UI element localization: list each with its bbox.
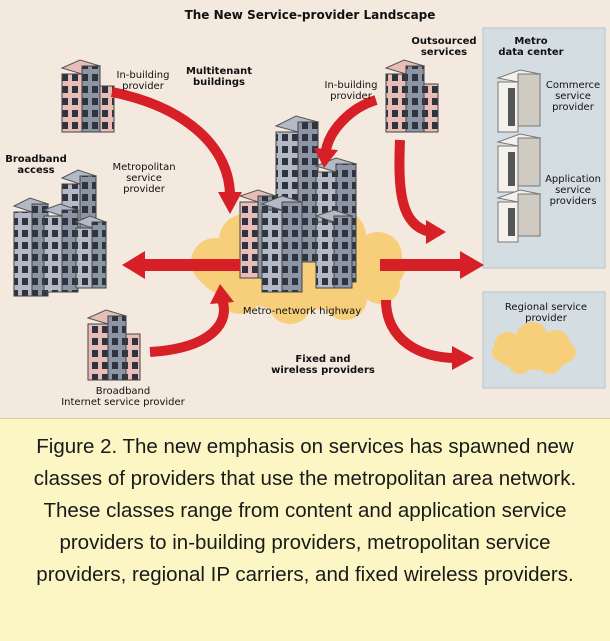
label-regional-service-provider: Regional service provider — [504, 302, 588, 324]
arrow-to-data-center — [380, 259, 462, 271]
server-rack-2 — [496, 133, 542, 193]
arrow-to-regional — [381, 299, 457, 363]
arrow-outsourced-services — [394, 139, 432, 237]
label-broadband-isp: Broadband Internet service provider — [61, 386, 185, 408]
label-in-building-provider-left: In-building provider — [116, 70, 170, 92]
label-metro-data-center: Metro data center — [498, 36, 564, 58]
label-metro-network-highway: Metro-network highway — [242, 306, 362, 317]
diagram-graphic — [12, 27, 606, 389]
label-in-building-provider-right: In-building provider — [324, 80, 378, 102]
regional-cloud — [492, 322, 576, 374]
broadband-isp-building — [86, 309, 141, 381]
arrow-to-data-center-head — [460, 251, 484, 279]
label-fixed-wireless-providers: Fixed and wireless providers — [271, 354, 375, 376]
server-rack-1 — [496, 69, 542, 133]
arrow-from-broadband-isp — [149, 298, 229, 357]
in-building-provider-right-building — [384, 59, 439, 133]
label-multitenant-buildings: Multitenant buildings — [185, 66, 253, 88]
caption-text: Figure 2. The new emphasis on services h… — [33, 435, 577, 586]
arrows — [110, 87, 484, 370]
arrow-from-in-building-right — [321, 95, 378, 152]
arrow-to-broadband — [142, 259, 240, 271]
in-building-provider-left-building — [60, 59, 115, 133]
diagram-title: The New Service-provider Landscape — [184, 8, 436, 22]
label-application-service-providers: Application service providers — [545, 174, 601, 207]
arrow-to-broadband-head — [122, 251, 145, 279]
server-rack-3 — [496, 189, 542, 243]
label-commerce-service-provider: Commerce service provider — [545, 80, 601, 113]
label-metropolitan-service-provider: Metropolitan service provider — [112, 162, 176, 195]
arrow-from-in-building-left — [110, 87, 235, 197]
label-outsourced-services: Outsourced services — [411, 36, 477, 58]
central-skyscrapers — [238, 115, 358, 293]
figure-caption: Figure 2. The new emphasis on services h… — [0, 418, 610, 641]
service-provider-diagram: The New Service-provider Landscape In-bu… — [5, 8, 606, 408]
label-broadband-access: Broadband access — [5, 154, 67, 176]
broadband-building-cluster — [12, 169, 108, 297]
